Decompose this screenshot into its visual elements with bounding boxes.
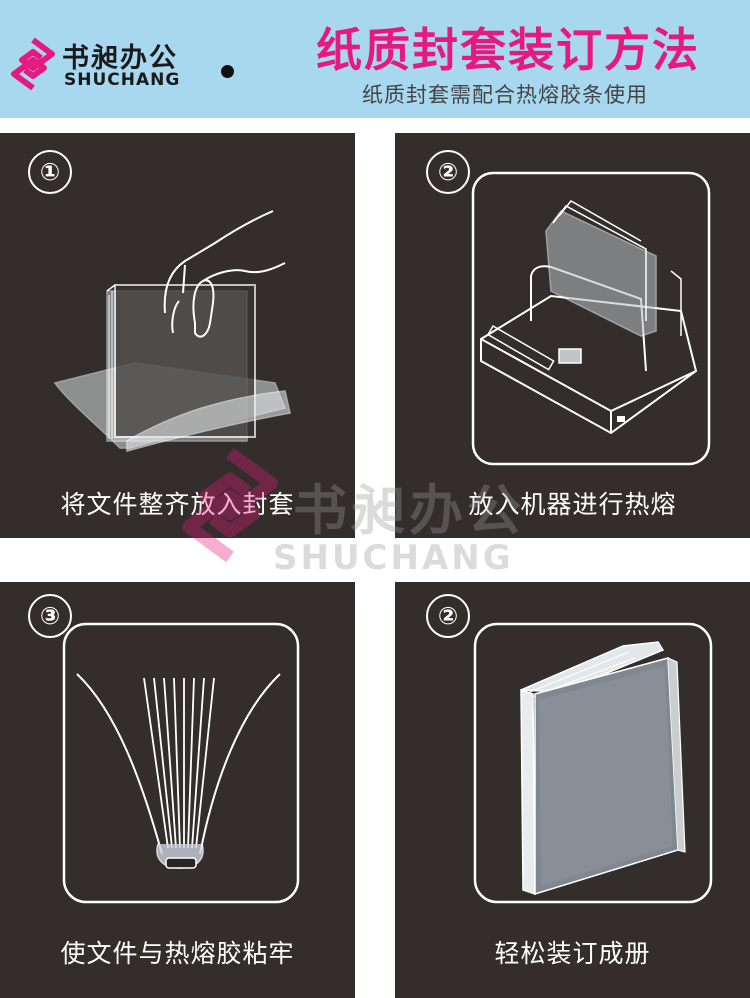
step-panel-2: ② 放入机器进行热熔 <box>395 133 750 538</box>
bound-book-illustration <box>473 622 713 904</box>
step-caption-1: 将文件整齐放入封套 <box>60 490 295 519</box>
step-panel-4: ② 轻松装订成册 <box>395 582 750 998</box>
brand-logo: 书昶办公 SHUCHANG <box>8 34 198 94</box>
glue-spine-illustration <box>62 622 300 904</box>
brand-logo-icon <box>11 37 55 91</box>
page-title: 纸质封套装订方法 <box>316 23 700 77</box>
step-panel-1: ① 将文件整齐放入封套 <box>0 133 355 538</box>
brand-name-en: SHUCHANG <box>64 70 181 90</box>
brand-name-cn: 书昶办公 <box>62 43 178 74</box>
watermark-text-en: SHUCHANG <box>273 538 514 578</box>
step-number-4: ② <box>426 594 470 638</box>
step-caption-2: 放入机器进行热熔 <box>468 490 677 519</box>
step-panel-3: ③ 使文件与热熔胶粘牢 <box>0 582 355 998</box>
page-subtitle: 纸质封套需配合热熔胶条使用 <box>362 83 648 107</box>
binding-machine-illustration <box>471 171 711 466</box>
header-banner: 书昶办公 SHUCHANG 纸质封套装订方法 纸质封套需配合热熔胶条使用 <box>0 0 750 118</box>
separator-dot <box>221 65 234 78</box>
step-caption-4: 轻松装订成册 <box>494 939 651 968</box>
insert-document-illustration <box>53 210 291 452</box>
step-number-3: ③ <box>28 594 72 638</box>
step-number-2: ② <box>426 150 470 194</box>
step-caption-3: 使文件与热熔胶粘牢 <box>60 939 295 968</box>
step-number-1: ① <box>28 150 72 194</box>
